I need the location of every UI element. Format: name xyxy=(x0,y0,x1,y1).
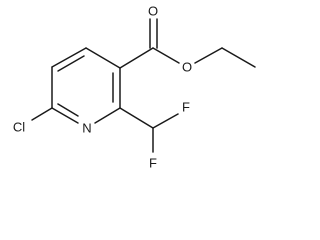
bond-c2-chf2 xyxy=(119,107,154,129)
atom-label-ether-oxygen: O xyxy=(182,60,192,75)
bond-carbonyl-o-ether xyxy=(152,47,180,64)
bond-c6-n1-inner xyxy=(57,103,79,117)
bonds xyxy=(31,18,256,153)
bond-n1-c2 xyxy=(94,107,121,124)
bond-c6-n1 xyxy=(51,107,79,124)
bond-o-ethyl-ch2 xyxy=(194,47,223,64)
bond-chf2-f-upper xyxy=(152,113,179,129)
atom-label-chlorine: Cl xyxy=(13,120,25,135)
structure-diagram: Cl N O O F F xyxy=(13,4,256,171)
atom-labels: Cl N O O F F xyxy=(13,4,192,171)
bond-ethyl-ch2-ch3 xyxy=(221,47,256,68)
atom-label-fluorine-lower: F xyxy=(149,156,157,171)
atom-label-ring-nitrogen: N xyxy=(82,121,91,136)
bond-c3-c4 xyxy=(85,47,121,69)
bond-c3-carbonyl xyxy=(119,47,154,69)
atom-label-carbonyl-oxygen: O xyxy=(148,4,158,19)
bond-c4-c5-inner xyxy=(57,55,85,72)
atom-label-fluorine-upper: F xyxy=(182,100,190,115)
bond-c6-cl xyxy=(31,107,53,121)
bond-c4-c5 xyxy=(51,47,87,68)
